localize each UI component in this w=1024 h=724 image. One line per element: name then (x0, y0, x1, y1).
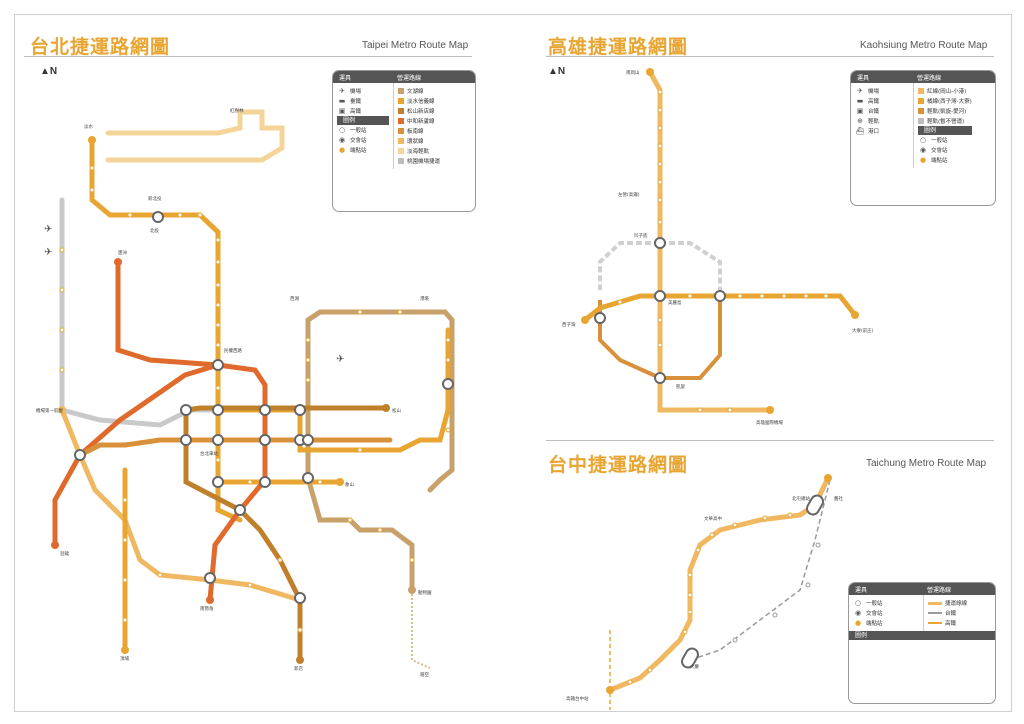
taichung-legend: 運具營運路線 ○一般站 ◉交會站 ●端點站 捷運綠線 台鐵 高鐵 圖例 (848, 582, 996, 704)
station-label: 文華高中 (704, 515, 722, 522)
station-label: 美麗島 (668, 299, 682, 306)
station-label: 高鐵台中站 (566, 695, 589, 702)
terminal-station-icon: ● (919, 156, 927, 164)
station-label: 西湖 (290, 295, 299, 302)
kaohsiung-legend: 運具營運路線 ✈機場 ▬高鐵 ▣台鐵 ⊕輕軌 ⛴港口 紅線(岡山-小港) 橘線(… (850, 70, 996, 206)
kaohsiung-regular-stations (617, 89, 829, 413)
hsr-icon: ▣ (338, 107, 346, 115)
kaohsiung-title: 高雄捷運路網圖 (548, 36, 689, 58)
taipei-station-labels: 淡水 新北投 北投 民權西路 台北車站 蘆洲 迴龍 南勢角 松山 新店 動物園 … (36, 107, 432, 678)
station-label: 象山 (345, 481, 354, 488)
terminal-station-icon: ● (854, 619, 862, 627)
kaohsiung-station-labels: 南岡山 左營(高鐵) 凹子底 美麗島 西子灣 大寮(前庄) 高雄國際機場 凱旋 (562, 69, 874, 426)
kaohsiung-interchanges (594, 237, 726, 384)
taichung-green-line (607, 475, 831, 693)
station-label: 蘆洲 (118, 249, 127, 256)
taichung-regular-stations (627, 512, 793, 685)
station-label: 凹子底 (634, 232, 648, 239)
station-label: 貓空 (420, 671, 429, 678)
circular-lrt-line (598, 241, 722, 295)
station-label: 高雄國際機場 (756, 419, 783, 426)
circular-line (59, 407, 303, 603)
station-label: 大寮(前庄) (852, 327, 874, 334)
interchange-station-icon: ◉ (338, 136, 346, 144)
taichung-title: 台中捷運路網圖 (548, 454, 689, 476)
bike-icon: ⊕ (857, 117, 863, 125)
hsr-icon: ▬ (856, 97, 864, 105)
orange-line (582, 293, 858, 323)
station-label: 北投 (150, 227, 159, 234)
zhonghe-xinlu-line (52, 259, 268, 603)
taipei-regular-stations (59, 165, 451, 633)
station-label: 南岡山 (626, 69, 640, 76)
station-label: 舊社 (834, 495, 843, 502)
regular-station-icon: ○ (338, 126, 346, 134)
station-label: 台北車站 (200, 450, 218, 457)
station-label: 迴龍 (60, 550, 69, 557)
svg-text:✈: ✈ (44, 247, 52, 258)
station-label: 機場第一航廈 (36, 407, 63, 414)
taichung-title-en: Taichung Metro Route Map (866, 458, 987, 469)
section-divider (546, 440, 994, 441)
station-label: 北屯總站 (792, 495, 810, 502)
svg-text:✈: ✈ (336, 354, 344, 365)
kaohsiung-title-rule (546, 56, 994, 57)
station-label: 新北投 (148, 195, 162, 202)
interchange-station-icon: ◉ (919, 146, 927, 154)
train-icon: ▣ (856, 107, 864, 115)
regular-station-icon: ○ (919, 136, 927, 144)
station-label: 港墘 (420, 295, 429, 302)
taichung-interchanges (681, 494, 824, 669)
kaohsiung-terminals (581, 68, 859, 414)
wenhu-line (305, 309, 455, 593)
interchange-station-icon: ◉ (854, 609, 862, 617)
taichung-rail-stations (732, 542, 821, 643)
regular-station-icon: ○ (854, 599, 862, 607)
taipei-title-en: Taipei Metro Route Map (362, 40, 469, 51)
kaohsiung-north-arrow: ▲N (548, 66, 566, 77)
taichung-rail-line (689, 479, 831, 661)
maokong-gondola (411, 590, 431, 669)
station-label: 民權西路 (224, 347, 242, 354)
danhai-lrt-line (105, 109, 285, 163)
ship-icon: ⛴ (855, 127, 865, 135)
svg-text:✈: ✈ (44, 224, 52, 235)
station-label: 西子灣 (562, 321, 576, 328)
station-label: 淡水 (84, 123, 93, 130)
terminal-station-icon: ● (338, 146, 346, 154)
station-label: 動物園 (418, 589, 432, 596)
station-label: 新店 (294, 665, 303, 672)
taipei-title-rule (24, 56, 472, 57)
station-label: 頂埔 (120, 655, 129, 662)
station-label: 左營(高鐵) (618, 191, 640, 198)
kaohsiung-title-en: Kaohsiung Metro Route Map (860, 40, 988, 51)
station-label: 紅樹林 (230, 107, 244, 114)
airplane-icon: ✈ ✈ ✈ (44, 224, 344, 365)
taipei-north-arrow: ▲N (40, 66, 58, 77)
station-label: 大慶 (690, 663, 699, 670)
taipei-terminals (51, 136, 416, 664)
airplane-icon: ✈ (339, 87, 345, 95)
taichung-station-labels: 北屯總站 舊社 大慶 高鐵台中站 文華高中 (566, 495, 843, 702)
taipei-legend: 運具營運路線 ✈機場 ▬臺鐵 ▣高鐵 圖例 ○一般站 ◉交會站 ●端點站 文湖線… (332, 70, 476, 212)
train-icon: ▬ (338, 97, 346, 105)
taichung-terminals (606, 474, 832, 694)
taipei-title: 台北捷運路網圖 (30, 36, 171, 58)
airplane-icon: ✈ (857, 87, 863, 95)
taipei-interchanges (74, 211, 454, 604)
station-label: 南勢角 (200, 605, 214, 612)
station-label: 凱旋 (676, 383, 685, 390)
station-label: 松山 (392, 407, 401, 414)
